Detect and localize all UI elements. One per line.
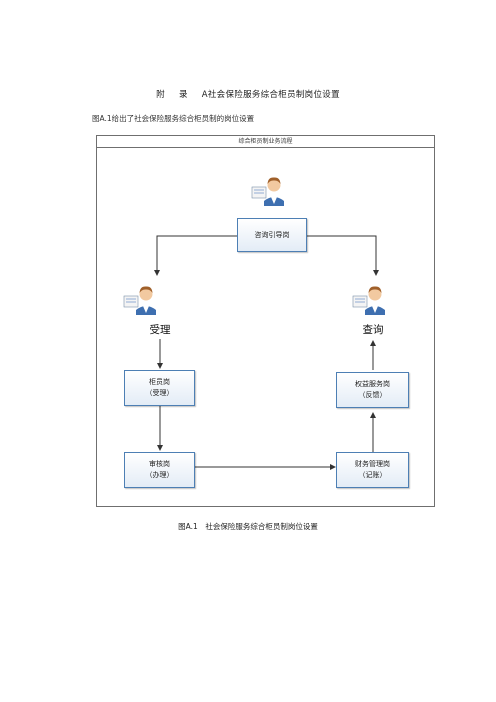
box-finance-line1: 财务管理岗 (355, 460, 390, 468)
intro-text: 图A.1给出了社会保险服务综合柜员制的岗位设置 (92, 114, 255, 123)
box-counter: 柜员岗 （受理） (124, 370, 195, 406)
box-guide-label: 咨询引导岗 (254, 230, 290, 239)
person-icon-right (352, 286, 385, 315)
box-review-line2: （办理） (145, 471, 174, 479)
box-rights-service: 权益服务岗 （反馈） (336, 372, 409, 408)
person-icon-top (251, 177, 284, 206)
box-finance-line2: （记账） (358, 471, 387, 479)
box-counter-line2: （受理） (145, 389, 174, 397)
diagram-title: 综合柜员制业务流程 (96, 135, 435, 148)
role-label-accept: 受理 (149, 324, 171, 336)
box-finance: 财务管理岗 （记账） (336, 452, 409, 488)
box-counter-line1: 柜员岗 (149, 378, 170, 386)
box-rights-line1: 权益服务岗 (355, 380, 390, 388)
arrow-to-query (307, 235, 379, 276)
box-review: 审核岗 （办理） (124, 452, 195, 488)
box-review-line1: 审核岗 (149, 460, 170, 468)
person-icon-left (123, 286, 156, 315)
role-label-query: 查询 (362, 324, 384, 336)
box-guide-desk: 咨询引导岗 (237, 218, 307, 252)
figure-caption: 图A.1 社会保险服务综合柜员制岗位设置 (178, 522, 318, 531)
arrow-to-accept (154, 235, 237, 276)
box-rights-line2: （反馈） (358, 391, 387, 399)
